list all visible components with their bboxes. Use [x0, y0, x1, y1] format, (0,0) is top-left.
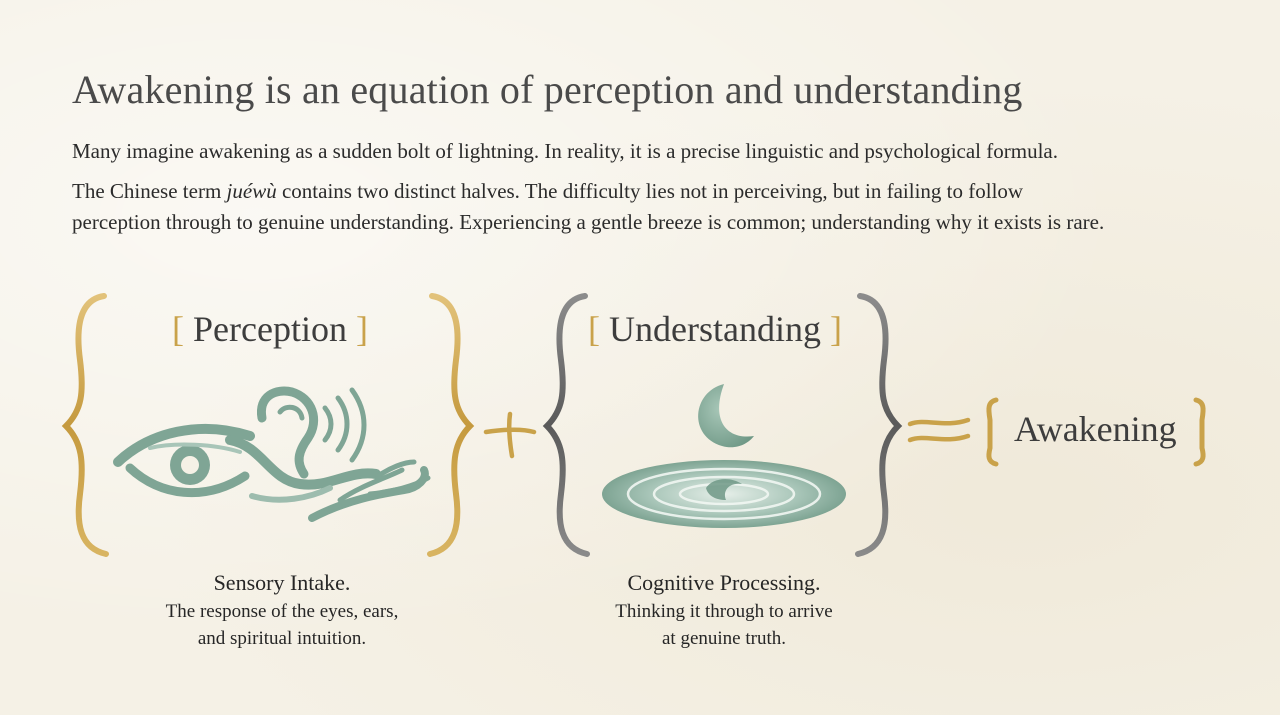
perception-right-brace: [427, 293, 475, 557]
perception-left-brace: [61, 293, 109, 557]
understanding-right-brace: [855, 293, 903, 557]
approx-equals-sign: [907, 417, 971, 443]
water-ripple-icon: [602, 460, 846, 528]
perception-desc-line1: The response of the eyes, ears,: [165, 601, 399, 622]
eye-icon: [113, 423, 255, 498]
explanation-line2: perception through to genuine understand…: [72, 210, 1105, 234]
perception-desc-line2: and spiritual intuition.: [197, 628, 367, 649]
ear-icon: [256, 386, 367, 479]
awakening-label: Awakening: [1014, 409, 1177, 449]
perception-heading: Sensory Intake.: [213, 570, 351, 595]
perception-close-bracket: ]: [355, 309, 368, 349]
page-title: Awakening is an equation of perception a…: [72, 67, 1023, 112]
explanation-paragraph: The Chinese term juéwù contains two dist…: [72, 176, 1104, 238]
perception-label-text: Perception: [193, 309, 347, 349]
perception-open-bracket: [: [172, 309, 184, 349]
understanding-desc-line2: at genuine truth.: [662, 628, 786, 649]
crescent-moon-icon: [698, 384, 754, 448]
understanding-close-bracket: ]: [829, 309, 842, 349]
understanding-caption: Cognitive Processing. Thinking it throug…: [554, 568, 894, 652]
open-hand-icon: [308, 459, 431, 522]
perception-caption: Sensory Intake. The response of the eyes…: [112, 568, 452, 652]
explanation-prefix: The Chinese term: [72, 179, 227, 203]
understanding-heading: Cognitive Processing.: [627, 570, 821, 595]
awakening-close-bracket: [1193, 397, 1206, 467]
understanding-open-bracket: [: [588, 309, 600, 349]
awakening-open-bracket: [986, 397, 999, 467]
understanding-desc-line1: Thinking it through to arrive: [615, 601, 833, 622]
intro-paragraph: Many imagine awakening as a sudden bolt …: [72, 139, 1058, 163]
perception-label: [ Perception ]: [172, 308, 368, 350]
flowing-ribbon: [225, 435, 381, 503]
understanding-label-text: Understanding: [609, 309, 821, 349]
understanding-left-brace: [542, 293, 590, 557]
understanding-label: [ Understanding ]: [588, 308, 842, 350]
explanation-line1-rest: contains two distinct halves. The diffic…: [276, 179, 1024, 203]
plus-sign: [483, 411, 537, 459]
term-juewu: juéwù: [226, 179, 277, 203]
